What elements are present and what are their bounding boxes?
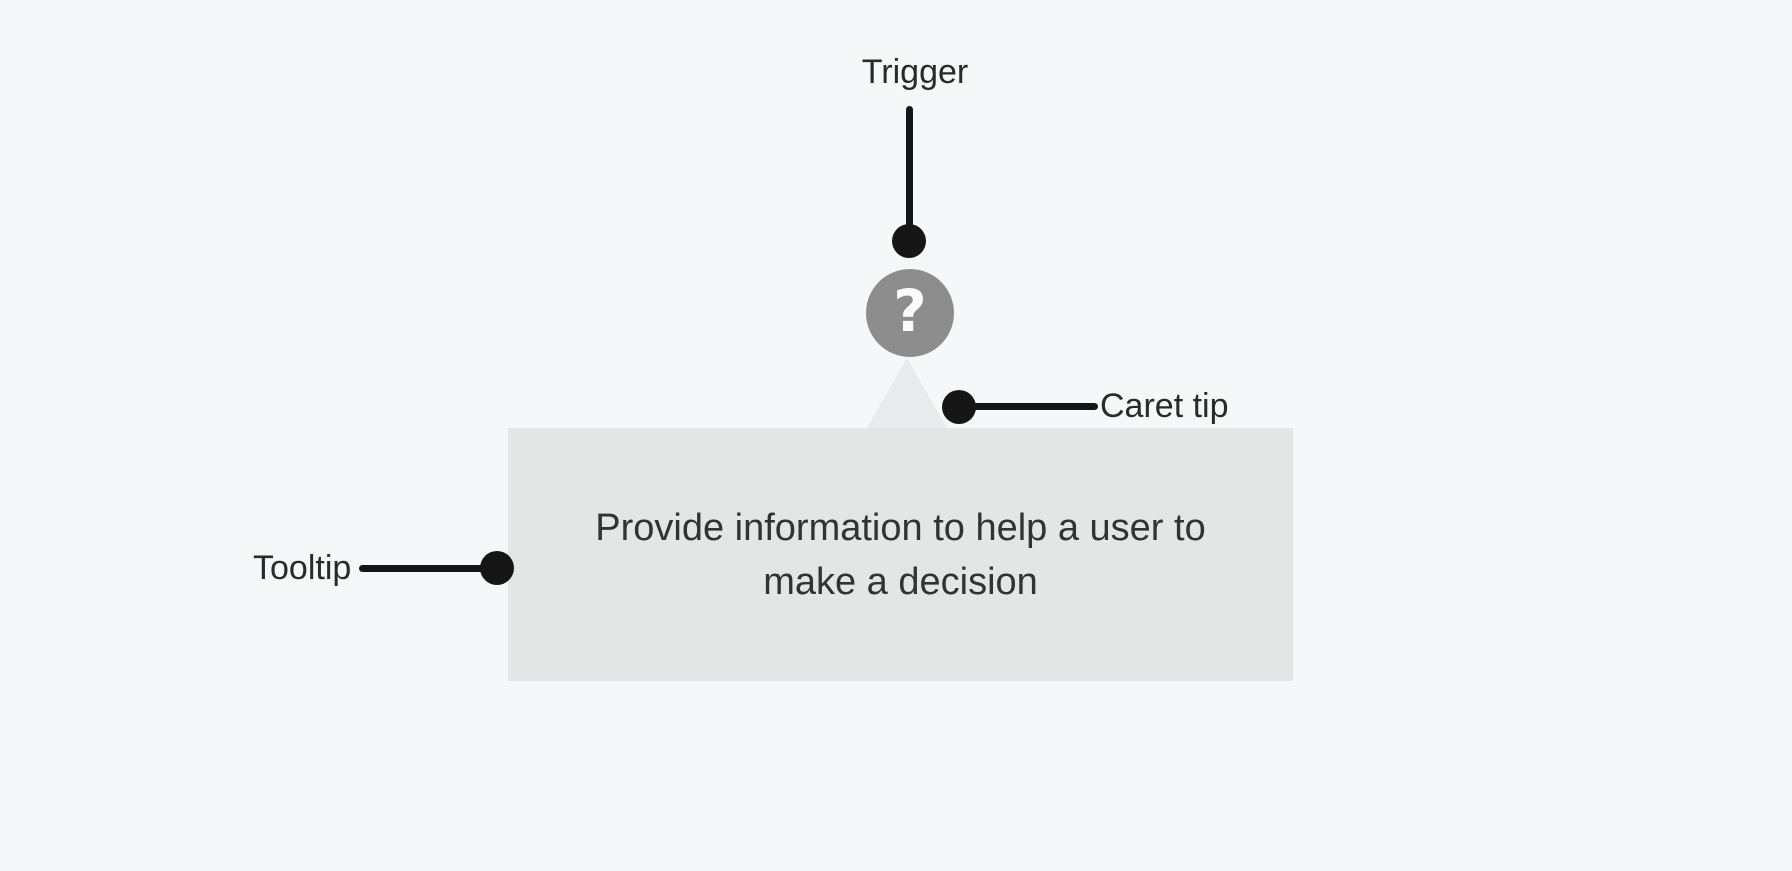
tooltip-text-line-2: make a decision <box>763 560 1038 603</box>
tooltip-text-line-1: Provide information to help a user to <box>595 506 1206 549</box>
question-mark-icon: ? <box>893 277 927 345</box>
help-trigger-icon[interactable]: ? <box>866 269 954 357</box>
tooltip-box: Provide information to help a user to ma… <box>508 428 1293 681</box>
trigger-pointer-line <box>906 106 913 232</box>
tooltip-pointer-dot <box>480 551 514 585</box>
tooltip-label: Tooltip <box>253 549 352 587</box>
tooltip-pointer-line <box>359 565 497 572</box>
trigger-pointer-dot <box>892 224 926 258</box>
caret-tip-pointer-line <box>958 403 1098 410</box>
tooltip-caret <box>867 358 947 428</box>
trigger-label: Trigger <box>861 53 969 91</box>
caret-tip-label: Caret tip <box>1100 387 1229 425</box>
